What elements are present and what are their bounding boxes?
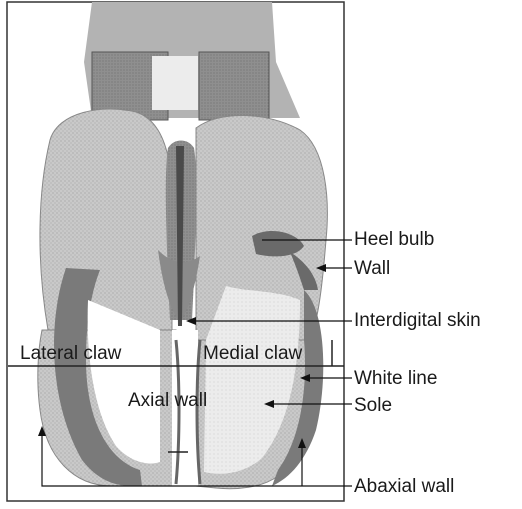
label-axial-wall: Axial wall xyxy=(128,391,207,410)
label-heel-bulb: Heel bulb xyxy=(354,230,434,249)
dewclaw-right xyxy=(199,52,269,120)
label-lateral-claw: Lateral claw xyxy=(20,344,121,363)
label-sole: Sole xyxy=(354,396,392,415)
label-medial-claw: Medial claw xyxy=(203,344,302,363)
label-wall: Wall xyxy=(354,259,390,278)
label-abaxial-wall: Abaxial wall xyxy=(354,477,454,496)
label-interdigital-skin: Interdigital skin xyxy=(354,311,481,330)
label-white-line: White line xyxy=(354,369,437,388)
gap-highlight xyxy=(152,56,198,110)
